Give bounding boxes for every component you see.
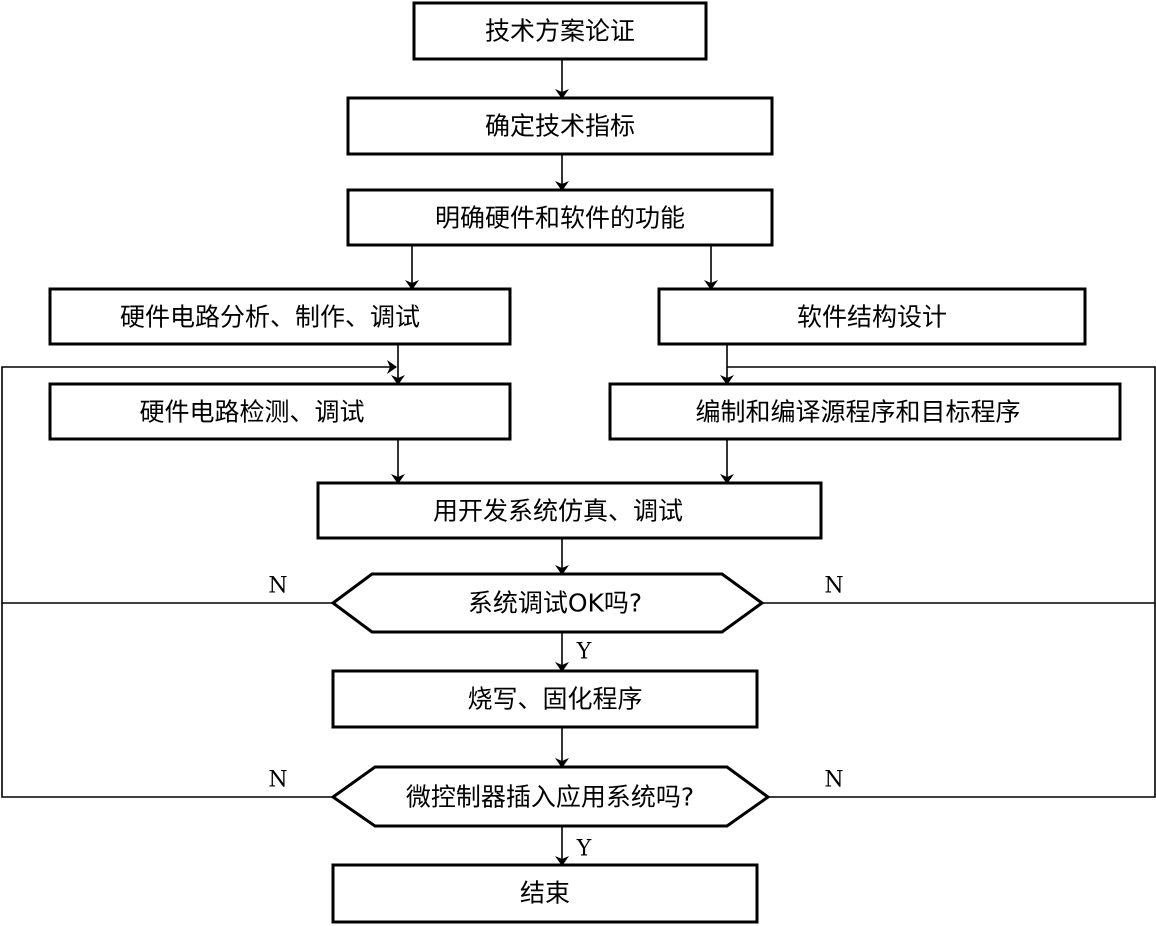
step-end: 结束 <box>331 863 759 924</box>
step-hw-circuit-test-label: 硬件电路检测、调试 <box>139 398 364 427</box>
step-sw-structure-design: 软件结构设计 <box>657 287 1087 346</box>
step-sw-structure-design-label: 软件结构设计 <box>797 303 947 332</box>
loop-decision2-left-no <box>1 603 333 798</box>
no-label-decision1-right: N <box>824 574 843 599</box>
connectors <box>1 59 1156 866</box>
step-tech-specs-label: 确定技术指标 <box>485 112 635 141</box>
decision-mcu-plugged-label: 微控制器插入应用系统吗? <box>406 783 694 812</box>
step-tech-scheme: 技术方案论证 <box>412 1 708 61</box>
loop-decision2-right-no <box>768 603 1156 798</box>
yes-label-decision1: Y <box>576 640 592 665</box>
step-hw-circuit-analysis-label: 硬件电路分析、制作、调试 <box>120 303 420 332</box>
step-hw-sw-functions: 明确硬件和软件的功能 <box>346 188 774 247</box>
step-hw-circuit-test: 硬件电路检测、调试 <box>48 382 512 441</box>
step-hw-sw-functions-label: 明确硬件和软件的功能 <box>435 204 685 233</box>
no-label-decision1-left: N <box>268 574 287 599</box>
step-hw-circuit-analysis: 硬件电路分析、制作、调试 <box>48 287 512 346</box>
no-label-decision2-left: N <box>268 768 287 793</box>
yes-label-decision2: Y <box>576 837 592 862</box>
step-burn-firmware-label: 烧写、固化程序 <box>467 685 642 714</box>
step-burn-firmware: 烧写、固化程序 <box>331 669 759 729</box>
decision-mcu-plugged: 微控制器插入应用系统吗? <box>330 765 771 828</box>
step-compile-source-label: 编制和编译源程序和目标程序 <box>695 398 1020 427</box>
loop-decision1-left-no <box>1 360 397 604</box>
decision-system-debug-ok-label: 系统调试OK吗? <box>468 589 642 618</box>
step-tech-scheme-label: 技术方案论证 <box>485 17 635 46</box>
step-dev-system-sim: 用开发系统仿真、调试 <box>316 481 823 540</box>
step-tech-specs: 确定技术指标 <box>346 96 774 156</box>
decision-system-debug-ok: 系统调试OK吗? <box>330 572 765 634</box>
step-compile-source: 编制和编译源程序和目标程序 <box>608 382 1122 441</box>
loop-decision1-right-no <box>727 366 1156 604</box>
step-end-label: 结束 <box>520 879 570 908</box>
step-dev-system-sim-label: 用开发系统仿真、调试 <box>433 497 683 526</box>
no-label-decision2-right: N <box>824 768 843 793</box>
